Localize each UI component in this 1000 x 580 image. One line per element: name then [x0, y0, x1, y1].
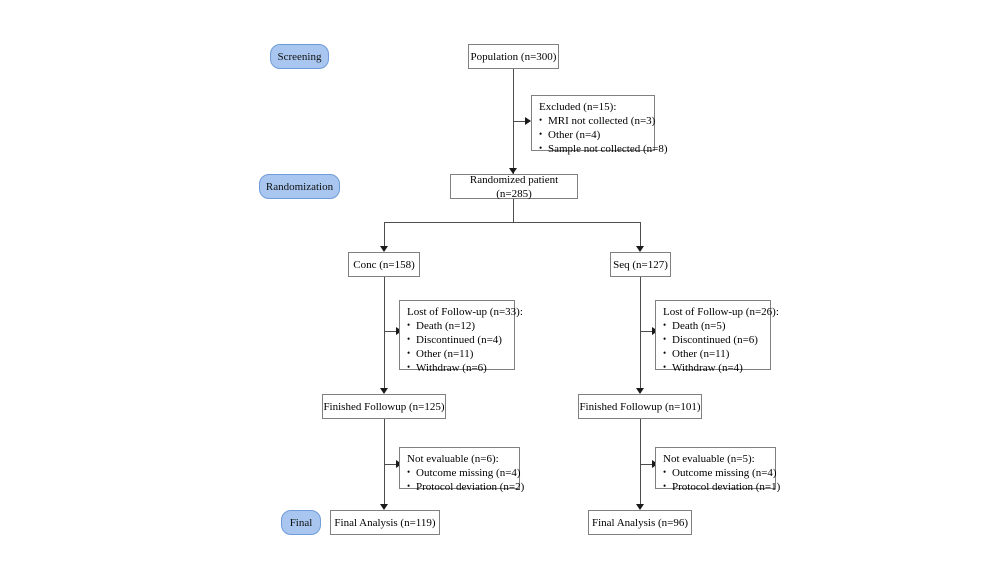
connector-split-horizontal	[384, 222, 641, 223]
node-finished-followup-right: Finished Followup (n=101)	[578, 394, 702, 419]
node-finished-followup-right-label: Finished Followup (n=101)	[579, 400, 701, 413]
stage-pill-final-label: Final	[289, 516, 313, 529]
connector-split-right-down	[640, 222, 641, 246]
arrow-to-randomized-icon	[509, 168, 517, 174]
node-not-evaluable-right-head: Not evaluable (n=5):	[663, 453, 755, 465]
node-not-evaluable-right-list: Outcome missing (n=4) Protocol deviation…	[663, 465, 780, 494]
connector-arm-right-trunk	[640, 277, 641, 388]
node-lost-followup-left-list: Death (n=12) Discontinued (n=4) Other (n…	[407, 318, 507, 375]
node-lost-followup-right-list: Death (n=5) Discontinued (n=6) Other (n=…	[663, 318, 763, 375]
connector-finished-left-to-notevaluable	[384, 464, 397, 465]
node-not-evaluable-left: Not evaluable (n=6): Outcome missing (n=…	[399, 447, 524, 493]
stage-pill-randomization-label: Randomization	[265, 180, 334, 193]
node-randomized-patient: Randomized patient (n=285)	[450, 173, 578, 200]
arrow-to-arm-left-icon	[380, 246, 388, 252]
connector-arm-left-trunk	[384, 277, 385, 388]
stage-pill-final: Final	[281, 510, 321, 535]
node-not-evaluable-right: Not evaluable (n=5): Outcome missing (n=…	[655, 447, 780, 493]
list-item: Protocol deviation (n=2)	[407, 479, 524, 494]
list-item: Other (n=4)	[539, 127, 647, 142]
arrow-to-final-right-icon	[636, 504, 644, 510]
arrow-to-finished-left-icon	[380, 388, 388, 394]
node-arm-left-conc: Conc (n=158)	[348, 252, 420, 277]
node-final-analysis-right-label: Final Analysis (n=96)	[591, 516, 689, 529]
connector-arm-left-to-lost	[384, 331, 397, 332]
list-item: Protocol deviation (n=1)	[663, 479, 780, 494]
list-item: Outcome missing (n=4)	[663, 465, 777, 480]
arrow-to-finished-right-icon	[636, 388, 644, 394]
stage-pill-screening-label: Screening	[277, 50, 322, 63]
node-lost-followup-left: Lost of Follow-up (n=33): Death (n=12) D…	[399, 300, 523, 374]
arrow-to-excluded-icon	[525, 117, 531, 125]
list-item: Withdraw (n=4)	[663, 360, 763, 375]
node-population-label: Population (n=300)	[470, 50, 557, 63]
list-item: Discontinued (n=6)	[663, 332, 763, 347]
list-item: Withdraw (n=6)	[407, 360, 507, 375]
list-item: Death (n=5)	[663, 318, 763, 333]
node-arm-right-label: Seq (n=127)	[613, 258, 668, 271]
connector-randomized-down	[513, 199, 514, 222]
connector-population-to-excluded	[513, 121, 526, 122]
arrow-to-arm-right-icon	[636, 246, 644, 252]
node-final-analysis-right: Final Analysis (n=96)	[588, 510, 692, 535]
node-finished-followup-left: Finished Followup (n=125)	[322, 394, 446, 419]
arrow-to-final-left-icon	[380, 504, 388, 510]
connector-finished-right-trunk	[640, 419, 641, 504]
list-item: Other (n=11)	[663, 346, 763, 361]
node-excluded-head: Excluded (n=15):	[539, 101, 617, 113]
list-item: MRI not collected (n=3)	[539, 113, 655, 128]
node-lost-followup-right: Lost of Follow-up (n=26): Death (n=5) Di…	[655, 300, 779, 374]
connector-finished-right-to-notevaluable	[640, 464, 653, 465]
list-item: Sample not collected (n=8)	[539, 141, 668, 156]
node-lost-followup-left-head: Lost of Follow-up (n=33):	[407, 306, 523, 318]
node-arm-right-seq: Seq (n=127)	[610, 252, 671, 277]
stage-pill-randomization: Randomization	[259, 174, 340, 199]
node-not-evaluable-left-head: Not evaluable (n=6):	[407, 453, 499, 465]
node-lost-followup-right-head: Lost of Follow-up (n=26):	[663, 306, 779, 318]
list-item: Discontinued (n=4)	[407, 332, 507, 347]
list-item: Outcome missing (n=4)	[407, 465, 521, 480]
node-randomized-patient-label: Randomized patient (n=285)	[469, 173, 559, 200]
list-item: Death (n=12)	[407, 318, 507, 333]
stage-pill-screening: Screening	[270, 44, 329, 69]
connector-finished-left-trunk	[384, 419, 385, 504]
node-arm-left-label: Conc (n=158)	[353, 258, 415, 271]
node-finished-followup-left-label: Finished Followup (n=125)	[323, 400, 445, 413]
connector-arm-right-to-lost	[640, 331, 653, 332]
node-excluded: Excluded (n=15): MRI not collected (n=3)…	[531, 95, 668, 155]
node-not-evaluable-left-list: Outcome missing (n=4) Protocol deviation…	[407, 465, 524, 494]
node-excluded-list: MRI not collected (n=3) Other (n=4) Samp…	[539, 113, 668, 156]
node-population: Population (n=300)	[468, 44, 559, 69]
connector-split-left-down	[384, 222, 385, 246]
node-final-analysis-left-label: Final Analysis (n=119)	[334, 516, 436, 529]
node-final-analysis-left: Final Analysis (n=119)	[330, 510, 440, 535]
list-item: Other (n=11)	[407, 346, 507, 361]
